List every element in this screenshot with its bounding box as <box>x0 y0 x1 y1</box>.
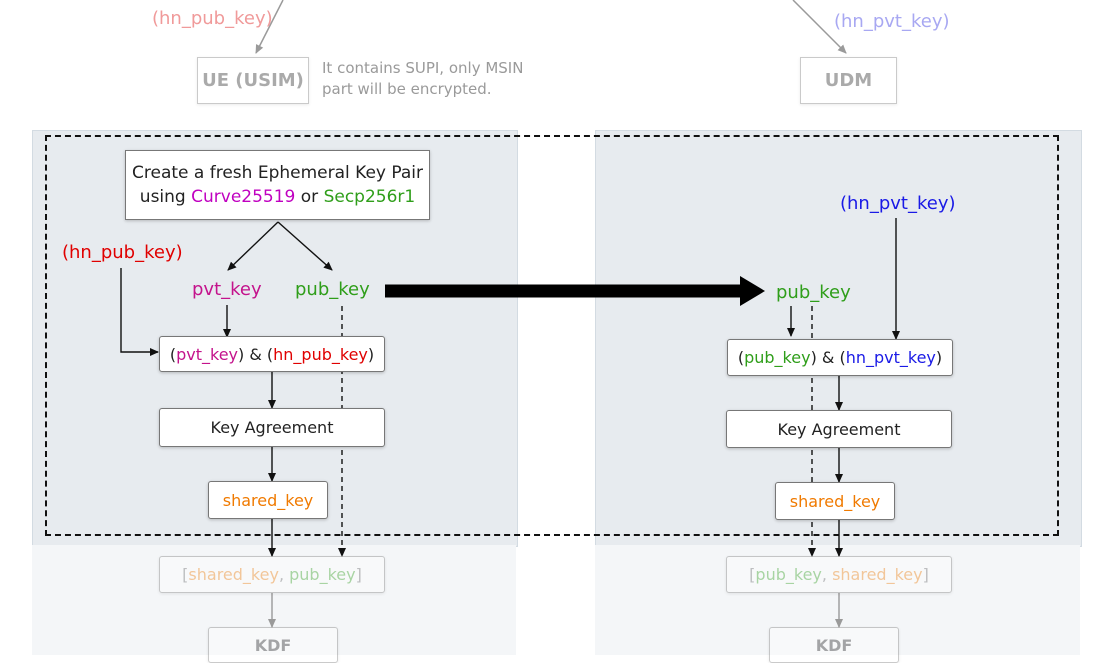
hn-combo-and: ) & ( <box>810 348 846 367</box>
combo-pvt-key: pvt_key <box>176 344 238 364</box>
combo-paren: ( <box>169 344 177 364</box>
ue-hn-pub-key-label: (hn_pub_key) <box>62 242 183 263</box>
hn-concat-box: [pub_key, shared_key] <box>726 556 952 593</box>
hn-kdf-box: KDF <box>769 627 899 663</box>
ue-concat-box: [shared_key, pub_key] <box>159 556 385 593</box>
hn-shared-key-label: shared_key <box>789 491 881 511</box>
ue-panel-lower <box>32 545 516 655</box>
ue-pvt-key-label: pvt_key <box>192 279 262 300</box>
concat-pub-key: pub_key <box>289 565 356 584</box>
hn-key-agreement-label: Key Agreement <box>777 419 901 439</box>
ue-key-combo-box: (pvt_key) & (hn_pub_key) <box>159 336 385 372</box>
ue-kdf-box: KDF <box>208 627 338 663</box>
using-text: using <box>139 187 186 207</box>
supi-note-line1: It contains SUPI, only MSIN <box>322 59 524 77</box>
concat-bracket: [ <box>182 565 189 584</box>
hn-concat-bracket: [ <box>749 565 756 584</box>
hn-combo-paren-close: ) <box>935 348 943 367</box>
curve25519-text: Curve25519 <box>191 187 296 207</box>
combo-and: ) & ( <box>238 344 274 364</box>
hn-kdf-label: KDF <box>815 635 853 655</box>
hn-combo-hn-pvt-key: hn_pvt_key <box>845 348 936 367</box>
hn-concat-bracket-close: ] <box>922 565 929 584</box>
combo-hn-pub-key: hn_pub_key <box>273 344 368 364</box>
hn-concat-pub-key: pub_key <box>755 565 822 584</box>
hn-pvt-key-label: (hn_pvt_key) <box>840 193 956 214</box>
hn-key-agreement-box: Key Agreement <box>726 410 952 448</box>
create-key-pair-line2: using Curve25519 or Secp256r1 <box>140 185 415 209</box>
concat-comma: , <box>278 565 290 584</box>
udm-label: UDM <box>824 70 873 91</box>
hn-combo-pub-key: pub_key <box>744 348 811 367</box>
ue-usim-label: UE (USIM) <box>202 70 304 91</box>
concat-shared-key: shared_key <box>188 565 279 584</box>
ue-shared-key-box: shared_key <box>208 481 328 519</box>
top-hn-pvt-key-label: (hn_pvt_key) <box>834 11 950 32</box>
secp256r1-text: Secp256r1 <box>323 187 416 207</box>
concat-bracket-close: ] <box>355 565 362 584</box>
or-text: or <box>300 187 319 207</box>
hn-pub-key-label: pub_key <box>776 282 851 303</box>
top-hn-pub-key-label: (hn_pub_key) <box>152 8 273 29</box>
create-key-pair-box: Create a fresh Ephemeral Key Pair using … <box>125 150 430 220</box>
create-key-pair-line1: Create a fresh Ephemeral Key Pair <box>132 163 423 183</box>
combo-paren-close: ) <box>367 344 375 364</box>
supi-note-line2: part will be encrypted. <box>322 80 492 98</box>
hn-shared-key-box: shared_key <box>775 482 895 520</box>
hn-key-combo-box: (pub_key) & (hn_pvt_key) <box>727 339 953 376</box>
ue-key-agreement-box: Key Agreement <box>159 408 385 447</box>
hn-panel-lower <box>595 545 1080 655</box>
ephemeral-key-frame <box>45 135 1059 536</box>
hn-concat-shared-key: shared_key <box>832 565 923 584</box>
ue-kdf-label: KDF <box>254 635 292 655</box>
hn-concat-comma: , <box>821 565 833 584</box>
ue-key-agreement-label: Key Agreement <box>210 418 334 437</box>
ue-usim-box: UE (USIM) <box>197 57 309 104</box>
udm-box: UDM <box>800 57 897 104</box>
ue-shared-key-label: shared_key <box>222 490 314 510</box>
ue-pub-key-label: pub_key <box>295 279 370 300</box>
hn-combo-paren: ( <box>737 348 745 367</box>
